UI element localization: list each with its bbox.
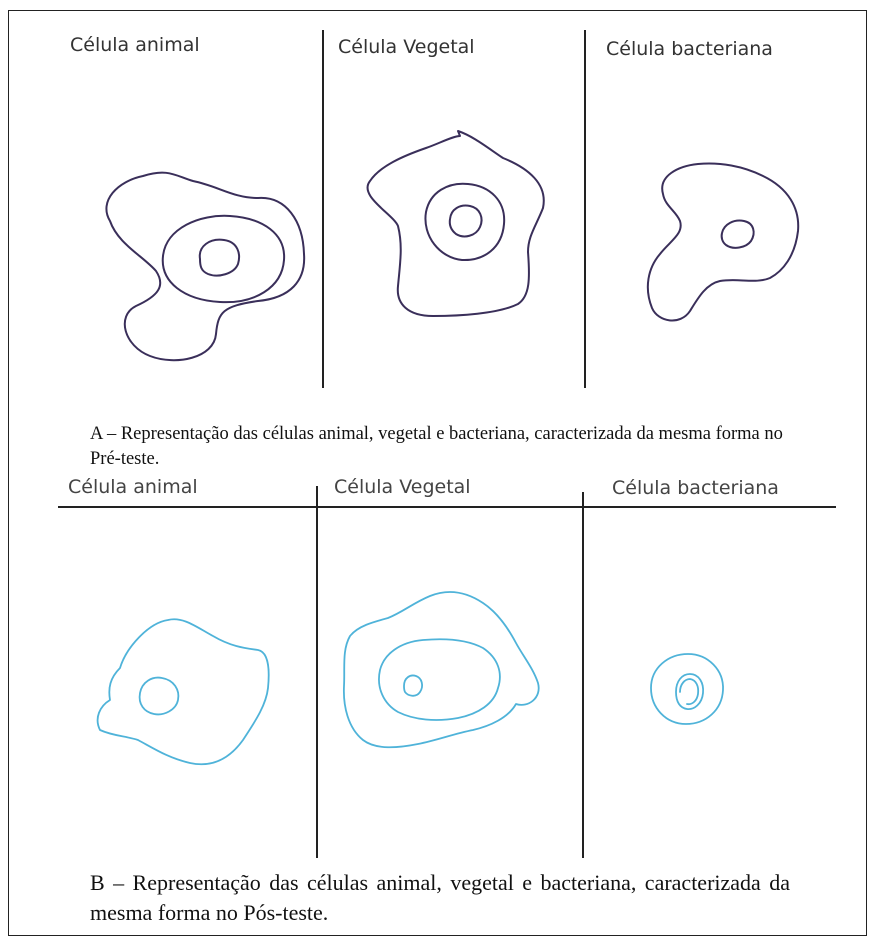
pre-plant-nucleus <box>450 206 482 237</box>
pre-plant-cytoplasm <box>425 184 504 260</box>
caption-post-test: B – Representação das células animal, ve… <box>90 868 790 928</box>
post-bacterial-shape <box>651 654 723 724</box>
pre-animal-cytoplasm <box>163 216 284 302</box>
caption-pre-test: A – Representação das células animal, ve… <box>90 422 810 472</box>
post-animal-nucleus <box>140 678 179 715</box>
pre-bacterial-nucleoid <box>722 221 754 248</box>
pre-test-drawings <box>58 16 830 388</box>
pre-animal-nucleus <box>200 240 239 276</box>
pre-test-panel: Célula animal Célula Vegetal Célula bact… <box>58 16 830 388</box>
post-plant-cytoplasm <box>379 639 500 720</box>
post-test-panel: Célula animal Célula Vegetal Célula bact… <box>58 478 836 858</box>
pre-plant-membrane <box>368 131 544 316</box>
post-plant-nucleus <box>404 675 422 695</box>
pre-animal-membrane <box>106 173 304 361</box>
post-plant-membrane <box>344 592 539 747</box>
post-test-drawings <box>58 478 836 858</box>
post-animal-membrane <box>98 619 269 764</box>
post-bacterial-nucleoid-inner <box>680 679 698 704</box>
